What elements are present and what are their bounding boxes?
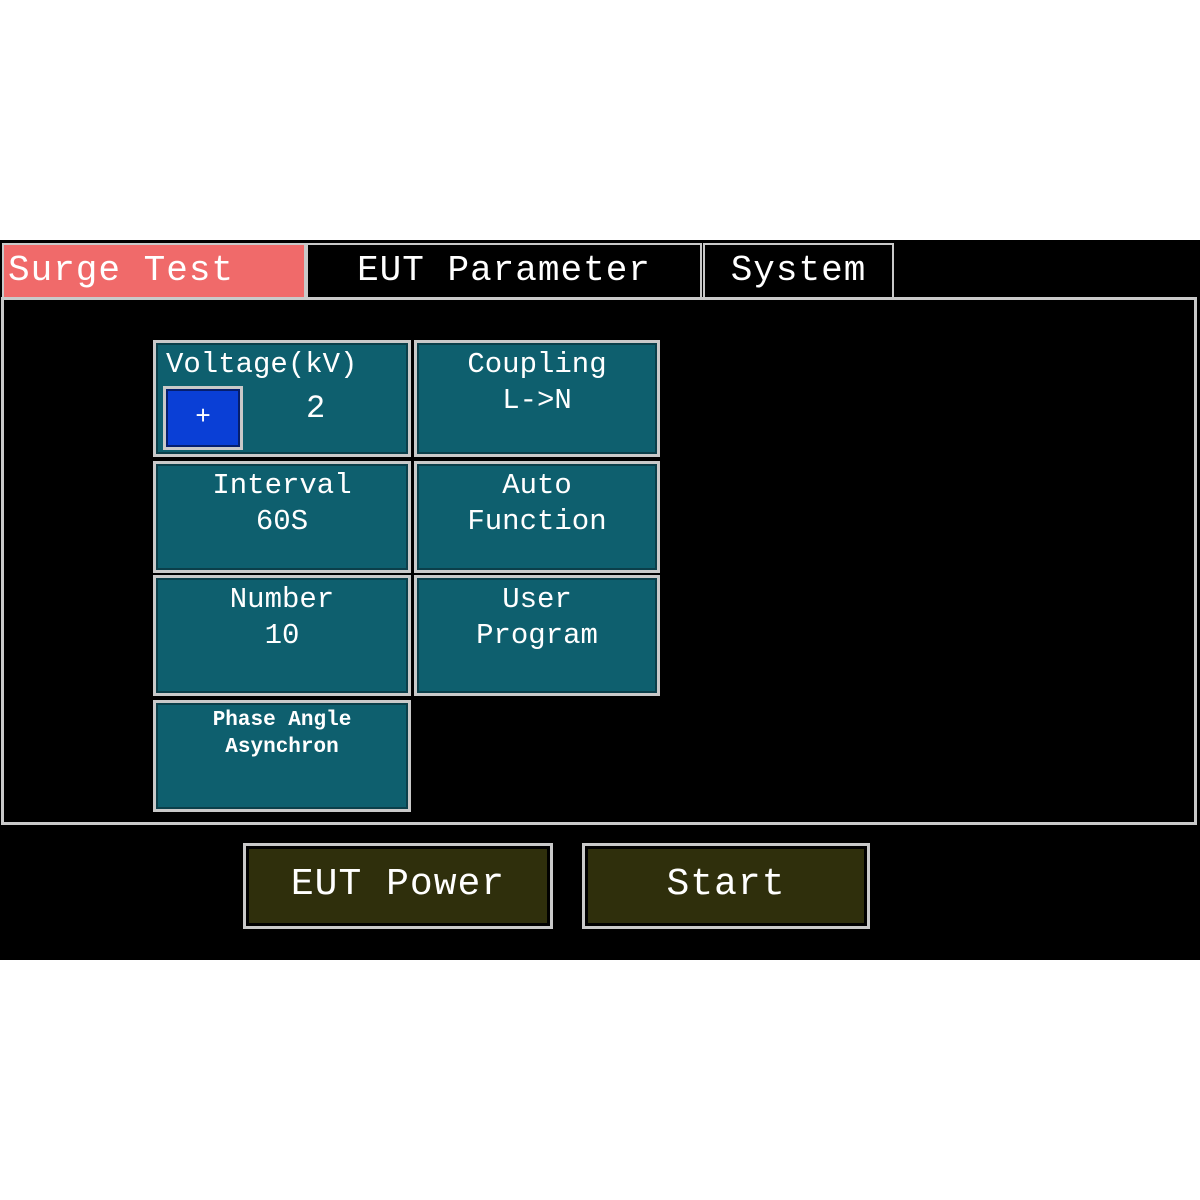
interval-value: 60S — [255, 505, 309, 538]
voltage-value: 2 — [306, 390, 326, 427]
phase-angle-label: Phase Angle — [212, 709, 352, 732]
tab-surge-test[interactable]: Surge Test — [2, 243, 306, 297]
device-screen: Surge Test EUT Parameter System Voltage(… — [0, 240, 1200, 960]
coupling-label: Coupling — [467, 348, 607, 381]
coupling-tile[interactable]: Coupling L->N — [414, 340, 660, 457]
number-tile[interactable]: Number 10 — [153, 575, 411, 696]
phase-angle-tile[interactable]: Phase Angle Asynchron — [153, 700, 411, 812]
coupling-value: L->N — [502, 384, 572, 417]
number-label: Number — [229, 583, 335, 616]
user-program-tile[interactable]: User Program — [414, 575, 660, 696]
auto-function-label-line2: Function — [467, 505, 607, 538]
phase-angle-value: Asynchron — [225, 736, 339, 759]
user-program-label-line2: Program — [476, 619, 598, 652]
tab-system[interactable]: System — [703, 243, 894, 297]
number-value: 10 — [264, 619, 300, 652]
interval-label: Interval — [212, 469, 352, 502]
interval-tile[interactable]: Interval 60S — [153, 461, 411, 573]
auto-function-label-line1: Auto — [502, 469, 572, 502]
surge-test-panel: Voltage(kV) + 2 Coupling L->N Interval 6… — [1, 297, 1197, 825]
start-button[interactable]: Start — [582, 843, 870, 929]
user-program-label-line1: User — [502, 583, 572, 616]
tab-eut-parameter[interactable]: EUT Parameter — [306, 243, 702, 297]
voltage-label: Voltage(kV) — [166, 348, 358, 381]
auto-function-tile[interactable]: Auto Function — [414, 461, 660, 573]
voltage-plus-button[interactable]: + — [163, 386, 243, 450]
voltage-tile[interactable]: Voltage(kV) + 2 — [153, 340, 411, 457]
eut-power-button[interactable]: EUT Power — [243, 843, 553, 929]
